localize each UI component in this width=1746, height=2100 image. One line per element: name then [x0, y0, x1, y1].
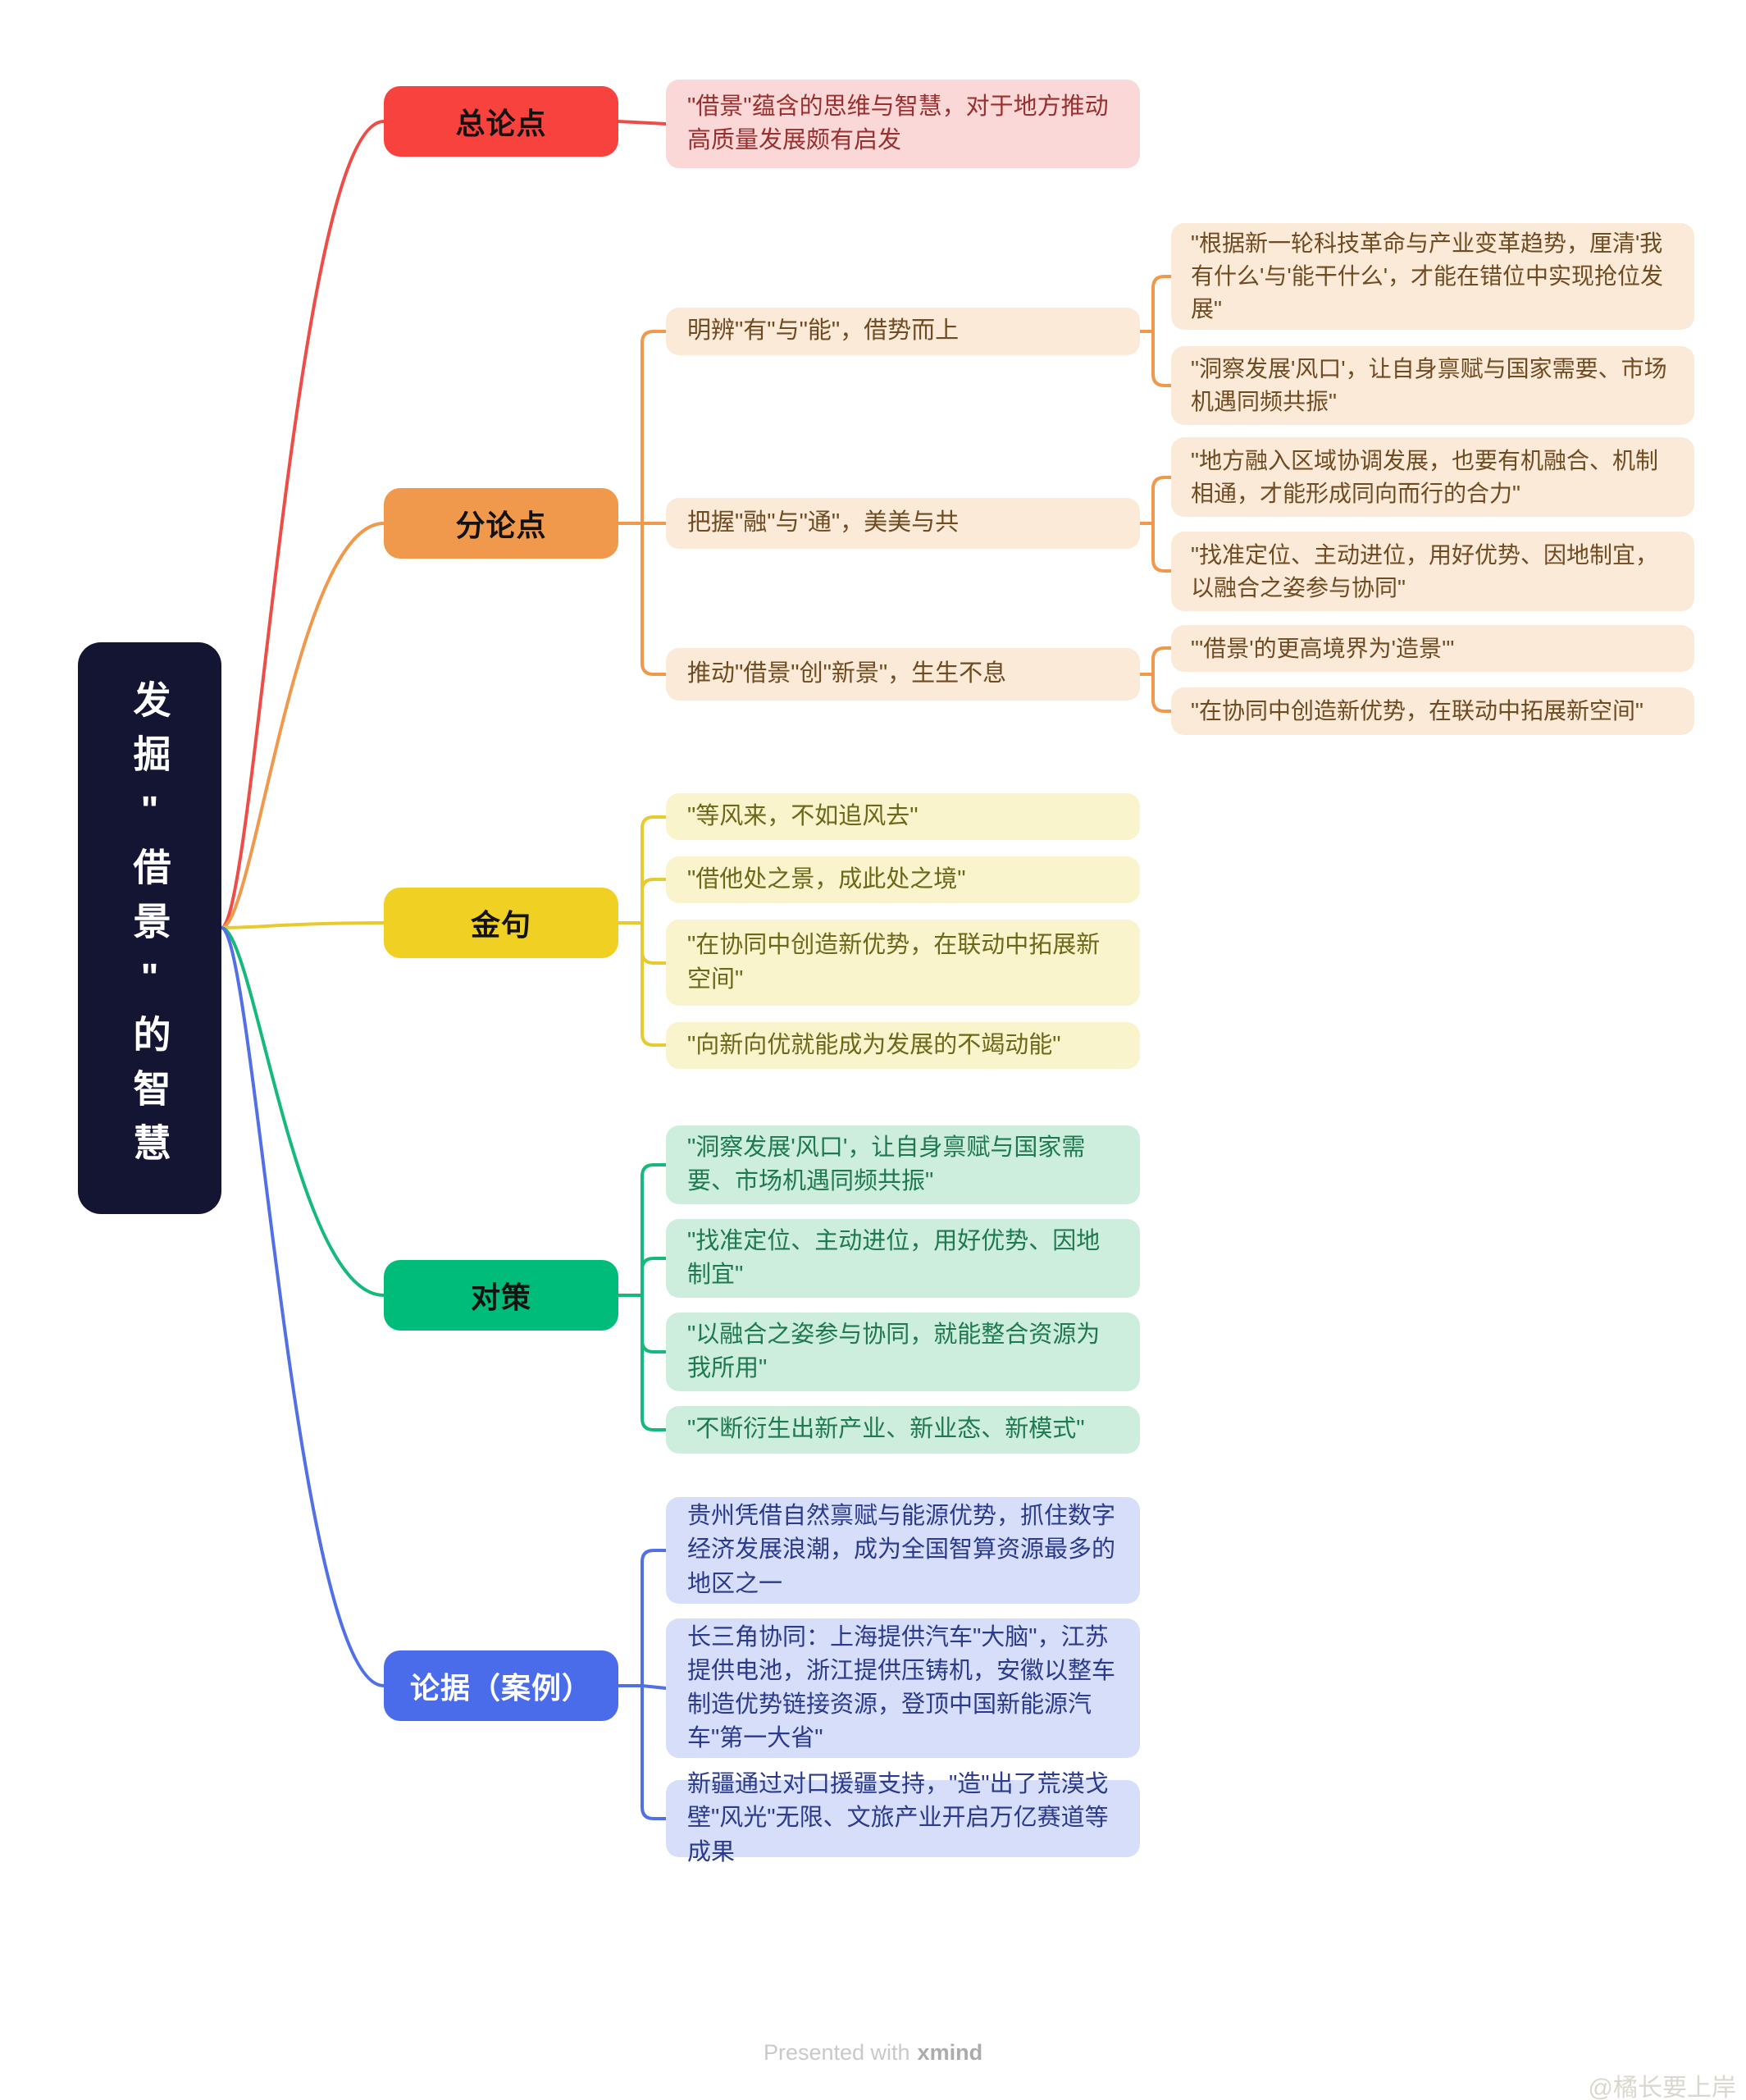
countermeasure-3[interactable]: "以融合之姿参与协同，就能整合资源为我所用" [666, 1312, 1140, 1391]
topic-text: 长三角协同：上海提供汽车"大脑"，江苏提供电池，浙江提供压铸机，安徽以整车制造优… [687, 1623, 1116, 1752]
branch-main-point-label: 总论点 [455, 107, 547, 140]
branch-evidence-cases[interactable]: 论据（案例） [384, 1650, 618, 1721]
topic-text: 把握"融"与"通"，美美与共 [687, 509, 960, 536]
golden-quote-1[interactable]: "等风来，不如追风去" [666, 793, 1140, 840]
topic-text: "洞察发展'风口'，让自身禀赋与国家需要、市场机遇同频共振" [1191, 356, 1667, 414]
topic-text: 明辨"有"与"能"，借势而上 [687, 317, 960, 345]
sub-point-1-quote-1[interactable]: "根据新一轮科技革命与产业变革趋势，厘清'我有什么'与'能干什么'，才能在错位中… [1171, 223, 1694, 330]
connector-green-bracket [617, 1163, 668, 1431]
branch-sub-points[interactable]: 分论点 [384, 488, 618, 559]
topic-text: "根据新一轮科技革命与产业变革趋势，厘清'我有什么'与'能干什么'，才能在错位中… [1191, 231, 1664, 322]
evidence-case-2[interactable]: 长三角协同：上海提供汽车"大脑"，江苏提供电池，浙江提供压铸机，安徽以整车制造优… [666, 1618, 1140, 1758]
sub-point-2-quote-2[interactable]: "找准定位、主动进位，用好优势、因地制宜，以融合之姿参与协同" [1171, 532, 1694, 611]
connector-hub-fan [220, 120, 385, 1687]
connector-countermeasures [220, 926, 385, 1297]
branch-golden-quotes-label: 金句 [470, 908, 531, 942]
sub-point-3-quote-1[interactable]: "'借景'的更高境界为'造景'" [1171, 625, 1694, 672]
topic-text: "等风来，不如追风去" [687, 802, 919, 829]
sub-point-1[interactable]: 明辨"有"与"能"，借势而上 [666, 308, 1140, 355]
branch-golden-quotes[interactable]: 金句 [384, 888, 618, 958]
golden-quote-4[interactable]: "向新向优就能成为发展的不竭动能" [666, 1022, 1140, 1069]
topic-text: "在协同中创造新优势，在联动中拓展新空间" [687, 932, 1101, 993]
connector-golden-quotes [220, 921, 385, 929]
topic-text: "找准定位、主动进位，用好优势、因地制宜" [687, 1227, 1101, 1288]
topic-text: "不断衍生出新产业、新业态、新模式" [687, 1416, 1085, 1443]
connector-main-point [220, 120, 385, 929]
connector-yellow-bracket [617, 815, 668, 1047]
central-topic-label: 发掘"借景"的智慧 [128, 679, 171, 1177]
topic-text: "找准定位、主动进位，用好优势、因地制宜，以融合之姿参与协同" [1191, 541, 1658, 600]
sub-point-3-quote-2[interactable]: "在协同中创造新优势，在联动中拓展新空间" [1171, 687, 1694, 735]
footer-presented-text: Presented with [763, 2040, 910, 2065]
sub-point-2-quote-1[interactable]: "地方融入区域协调发展，也要有机融合、机制相通，才能形成同向而行的合力" [1171, 437, 1694, 517]
topic-text: "向新向优就能成为发展的不竭动能" [687, 1031, 1061, 1058]
main-point-detail[interactable]: "借景"蕴含的思维与智慧，对于地方推动高质量发展颇有启发 [666, 80, 1140, 168]
watermark: @橘长要上岸 [1588, 2075, 1736, 2100]
countermeasure-4[interactable]: "不断衍生出新产业、新业态、新模式" [666, 1406, 1140, 1454]
topic-text: 推动"借景"创"新景"，生生不息 [687, 660, 1007, 687]
topic-text: 新疆通过对口援疆支持，"造"出了荒漠戈壁"风光"无限、文旅产业开启万亿赛道等成果 [687, 1771, 1109, 1865]
xmind-brand-text: xmind [917, 2040, 983, 2065]
branch-countermeasures[interactable]: 对策 [384, 1260, 618, 1331]
topic-text: "借景"蕴含的思维与智慧，对于地方推动高质量发展颇有启发 [687, 93, 1109, 153]
topic-text: "'借景'的更高境界为'造景'" [1191, 635, 1455, 661]
connector-sub-points [220, 522, 385, 929]
branch-main-point[interactable]: 总论点 [384, 86, 618, 157]
topic-text: "地方融入区域协调发展，也要有机融合、机制相通，才能形成同向而行的合力" [1191, 447, 1658, 506]
golden-quote-2[interactable]: "借他处之景，成此处之境" [666, 856, 1140, 903]
sub-point-2[interactable]: 把握"融"与"通"，美美与共 [666, 498, 1140, 549]
branch-evidence-cases-label: 论据（案例） [409, 1671, 592, 1705]
connector-red-bracket [617, 120, 668, 126]
topic-text: "洞察发展'风口'，让自身禀赋与国家需要、市场机遇同频共振" [687, 1134, 1086, 1194]
connector-blue-bracket [617, 1549, 668, 1820]
golden-quote-3[interactable]: "在协同中创造新优势，在联动中拓展新空间" [666, 920, 1140, 1006]
topic-text: 贵州凭借自然禀赋与能源优势，抓住数字经济发展浪潮，成为全国智算资源最多的地区之一 [687, 1503, 1116, 1597]
sub-point-1-quote-2[interactable]: "洞察发展'风口'，让自身禀赋与国家需要、市场机遇同频共振" [1171, 346, 1694, 425]
branch-sub-points-label: 分论点 [455, 509, 547, 542]
connector-orange-bracket [617, 275, 1173, 713]
evidence-case-1[interactable]: 贵州凭借自然禀赋与能源优势，抓住数字经济发展浪潮，成为全国智算资源最多的地区之一 [666, 1497, 1140, 1604]
topic-text: "在协同中创造新优势，在联动中拓展新空间" [1191, 698, 1643, 724]
topic-text: "以融合之姿参与协同，就能整合资源为我所用" [687, 1321, 1101, 1381]
central-topic[interactable]: 发掘"借景"的智慧 [78, 642, 221, 1214]
countermeasure-2[interactable]: "找准定位、主动进位，用好优势、因地制宜" [666, 1219, 1140, 1298]
sub-point-3[interactable]: 推动"借景"创"新景"，生生不息 [666, 648, 1140, 701]
branch-countermeasures-label: 对策 [470, 1281, 531, 1314]
topic-text: "借他处之景，成此处之境" [687, 865, 966, 892]
footer-credit: Presented with xmind [0, 2040, 1746, 2066]
connector-evidence [220, 926, 385, 1687]
evidence-case-3[interactable]: 新疆通过对口援疆支持，"造"出了荒漠戈壁"风光"无限、文旅产业开启万亿赛道等成果 [666, 1771, 1140, 1865]
countermeasure-1[interactable]: "洞察发展'风口'，让自身禀赋与国家需要、市场机遇同频共振" [666, 1125, 1140, 1204]
